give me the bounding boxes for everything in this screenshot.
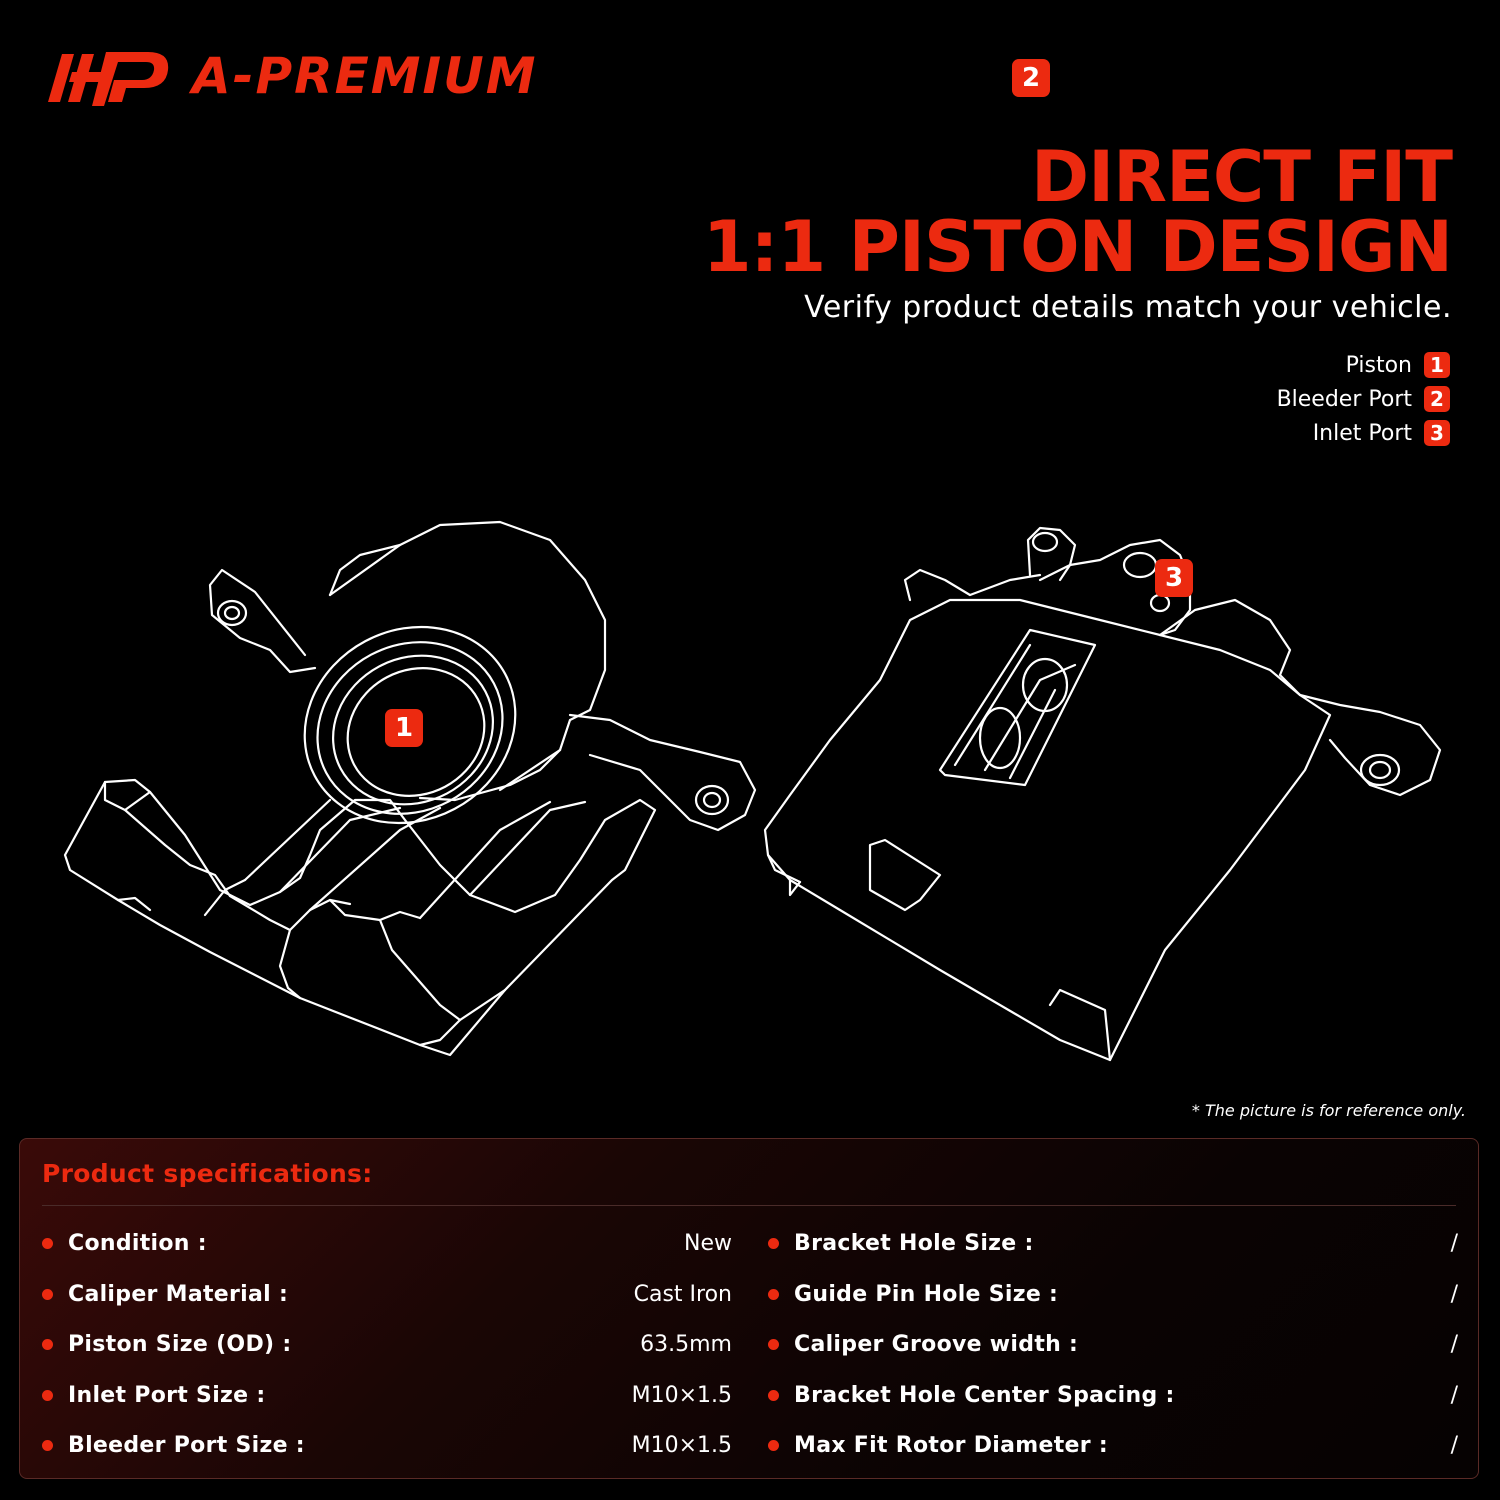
headline-line1: DIRECT FIT <box>1031 136 1453 218</box>
spec-label: Bracket Hole Size : <box>794 1230 1034 1256</box>
legend-badge: 3 <box>1424 420 1450 446</box>
specifications-title: Product specifications: <box>42 1159 373 1188</box>
spec-label: Caliper Groove width : <box>794 1331 1079 1357</box>
spec-label: Guide Pin Hole Size : <box>794 1281 1059 1307</box>
spec-value: New <box>684 1230 732 1256</box>
caliper-front-drawing <box>63 520 757 1057</box>
bullet-icon <box>42 1439 53 1451</box>
spec-label: Condition : <box>68 1230 207 1256</box>
spec-row-guide-pin-hole-size: Guide Pin Hole Size : / <box>768 1274 1458 1314</box>
spec-label: Inlet Port Size : <box>68 1382 266 1408</box>
spec-row-bleeder-port-size: Bleeder Port Size : M10×1.5 <box>42 1425 732 1465</box>
legend-item-piston: Piston 1 <box>1277 348 1450 382</box>
spec-value: / <box>1450 1382 1458 1408</box>
bullet-icon <box>42 1288 53 1300</box>
bullet-icon <box>42 1338 53 1350</box>
legend-item-inlet-port: Inlet Port 3 <box>1277 416 1450 450</box>
bullet-icon <box>42 1389 53 1401</box>
spec-label: Piston Size (OD) : <box>68 1331 292 1357</box>
spec-row-condition: Condition : New <box>42 1223 732 1263</box>
spec-value: / <box>1450 1331 1458 1357</box>
spec-row-bracket-hole-center-spacing: Bracket Hole Center Spacing : / <box>768 1375 1458 1415</box>
spec-label: Max Fit Rotor Diameter : <box>794 1432 1108 1458</box>
brand-logo: A-PREMIUM <box>48 44 537 108</box>
spec-label: Bleeder Port Size : <box>68 1432 305 1458</box>
spec-row-bracket-hole-size: Bracket Hole Size : / <box>768 1223 1458 1263</box>
spec-value: 63.5mm <box>640 1331 732 1357</box>
spec-row-max-fit-rotor-diameter: Max Fit Rotor Diameter : / <box>768 1425 1458 1465</box>
headline-line2: 1:1 PISTON DESIGN <box>702 206 1453 288</box>
spec-row-caliper-material: Caliper Material : Cast Iron <box>42 1274 732 1314</box>
bullet-icon <box>768 1338 779 1350</box>
legend-label: Bleeder Port <box>1276 386 1412 412</box>
legend-badge: 1 <box>1424 352 1450 378</box>
caliper-rear-drawing <box>763 526 1442 1062</box>
spec-label: Bracket Hole Center Spacing : <box>794 1382 1175 1408</box>
spec-value: / <box>1450 1432 1458 1458</box>
legend-label: Inlet Port <box>1312 420 1412 446</box>
parts-legend: Piston 1 Bleeder Port 2 Inlet Port 3 <box>1277 348 1450 450</box>
brand-name: A-PREMIUM <box>192 47 538 105</box>
spec-value: M10×1.5 <box>631 1382 732 1408</box>
subtitle: Verify product details match your vehicl… <box>804 290 1452 325</box>
legend-item-bleeder-port: Bleeder Port 2 <box>1277 382 1450 416</box>
piston-marker: 1 <box>385 709 423 747</box>
disclaimer: * The picture is for reference only. <box>1191 1101 1466 1120</box>
spec-row-piston-size: Piston Size (OD) : 63.5mm <box>42 1324 732 1364</box>
spec-value: M10×1.5 <box>631 1432 732 1458</box>
legend-badge: 2 <box>1424 386 1450 412</box>
bullet-icon <box>42 1237 53 1249</box>
bullet-icon <box>768 1237 779 1249</box>
specifications-panel: Product specifications: Condition : New … <box>19 1138 1479 1479</box>
spec-value: / <box>1450 1230 1458 1256</box>
spec-value: Cast Iron <box>633 1281 732 1307</box>
bleeder-port-marker: 2 <box>1012 59 1050 97</box>
spec-row-caliper-groove-width: Caliper Groove width : / <box>768 1324 1458 1364</box>
bullet-icon <box>768 1288 779 1300</box>
caliper-illustration: 1 2 3 <box>0 59 1500 1084</box>
ap-logo-icon <box>48 52 169 106</box>
spec-value: / <box>1450 1281 1458 1307</box>
spec-row-inlet-port-size: Inlet Port Size : M10×1.5 <box>42 1375 732 1415</box>
spec-label: Caliper Material : <box>68 1281 289 1307</box>
legend-label: Piston <box>1345 352 1412 378</box>
bullet-icon <box>768 1439 779 1451</box>
headline: DIRECT FIT 1:1 PISTON DESIGN <box>702 136 1453 288</box>
divider <box>42 1205 1456 1206</box>
inlet-port-marker: 3 <box>1155 559 1193 597</box>
bullet-icon <box>768 1389 779 1401</box>
